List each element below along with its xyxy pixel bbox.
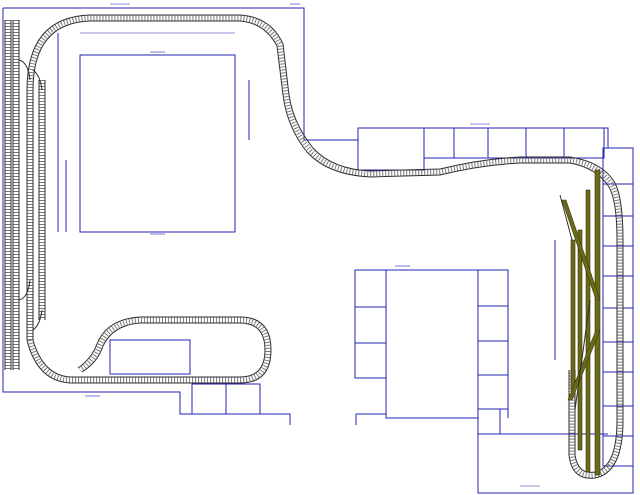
- yard-track: [594, 169, 601, 476]
- yard-track: [577, 229, 583, 451]
- cabinet: [602, 307, 634, 343]
- cabinet: [477, 374, 509, 410]
- siding-rail: [4, 20, 20, 370]
- yard-ladder: [567, 329, 601, 401]
- cabinet: [423, 127, 455, 159]
- cabinet: [477, 340, 509, 376]
- siding-turnout: [18, 59, 43, 331]
- yard-track: [570, 239, 576, 391]
- cabinet: [487, 127, 527, 159]
- yard-lead: [559, 194, 591, 411]
- cabinet: [563, 127, 605, 159]
- mainline-track: [26, 14, 624, 479]
- cabinet: [357, 127, 425, 171]
- siding-rail: [38, 80, 46, 320]
- cabinet: [602, 275, 634, 309]
- cabinet-column-right: [602, 147, 634, 467]
- dimension-marks: [85, 3, 540, 487]
- lower-loop-rail: [32, 322, 266, 378]
- mainline-rail: [26, 14, 624, 479]
- mainline-ties: [27, 15, 623, 478]
- right-yard: [559, 169, 601, 476]
- yard-track: [585, 189, 591, 473]
- cabinet: [477, 305, 509, 342]
- left-sidings: [4, 20, 46, 370]
- lower-loop-ties: [27, 317, 271, 383]
- lower-loop-track: [26, 316, 272, 384]
- lower-cabinet: [191, 383, 227, 415]
- cabinet: [453, 127, 489, 159]
- outer-wall-top-left: [2, 8, 291, 425]
- lower-inner-box: [109, 339, 191, 375]
- lower-cabinet: [225, 383, 261, 415]
- cabinet: [477, 269, 509, 307]
- cabinet: [477, 408, 501, 435]
- lower-loop-rail: [26, 316, 272, 384]
- room-outline: [2, 7, 634, 494]
- yard-ladder: [561, 199, 601, 301]
- cabinet: [525, 127, 565, 159]
- cabinet: [354, 269, 387, 308]
- cabinet: [602, 435, 634, 467]
- cabinet: [602, 215, 634, 247]
- cabinet-column-center-right: [477, 269, 509, 435]
- outer-wall-top: [3, 7, 634, 494]
- mainline-rail: [32, 20, 618, 473]
- cabinet-column-center-left: [354, 269, 387, 379]
- cabinet: [602, 371, 634, 407]
- cabinet: [354, 306, 387, 344]
- large-square-area: [79, 54, 236, 233]
- outer-wall-center-peninsula: [478, 269, 509, 418]
- cabinet: [354, 342, 387, 379]
